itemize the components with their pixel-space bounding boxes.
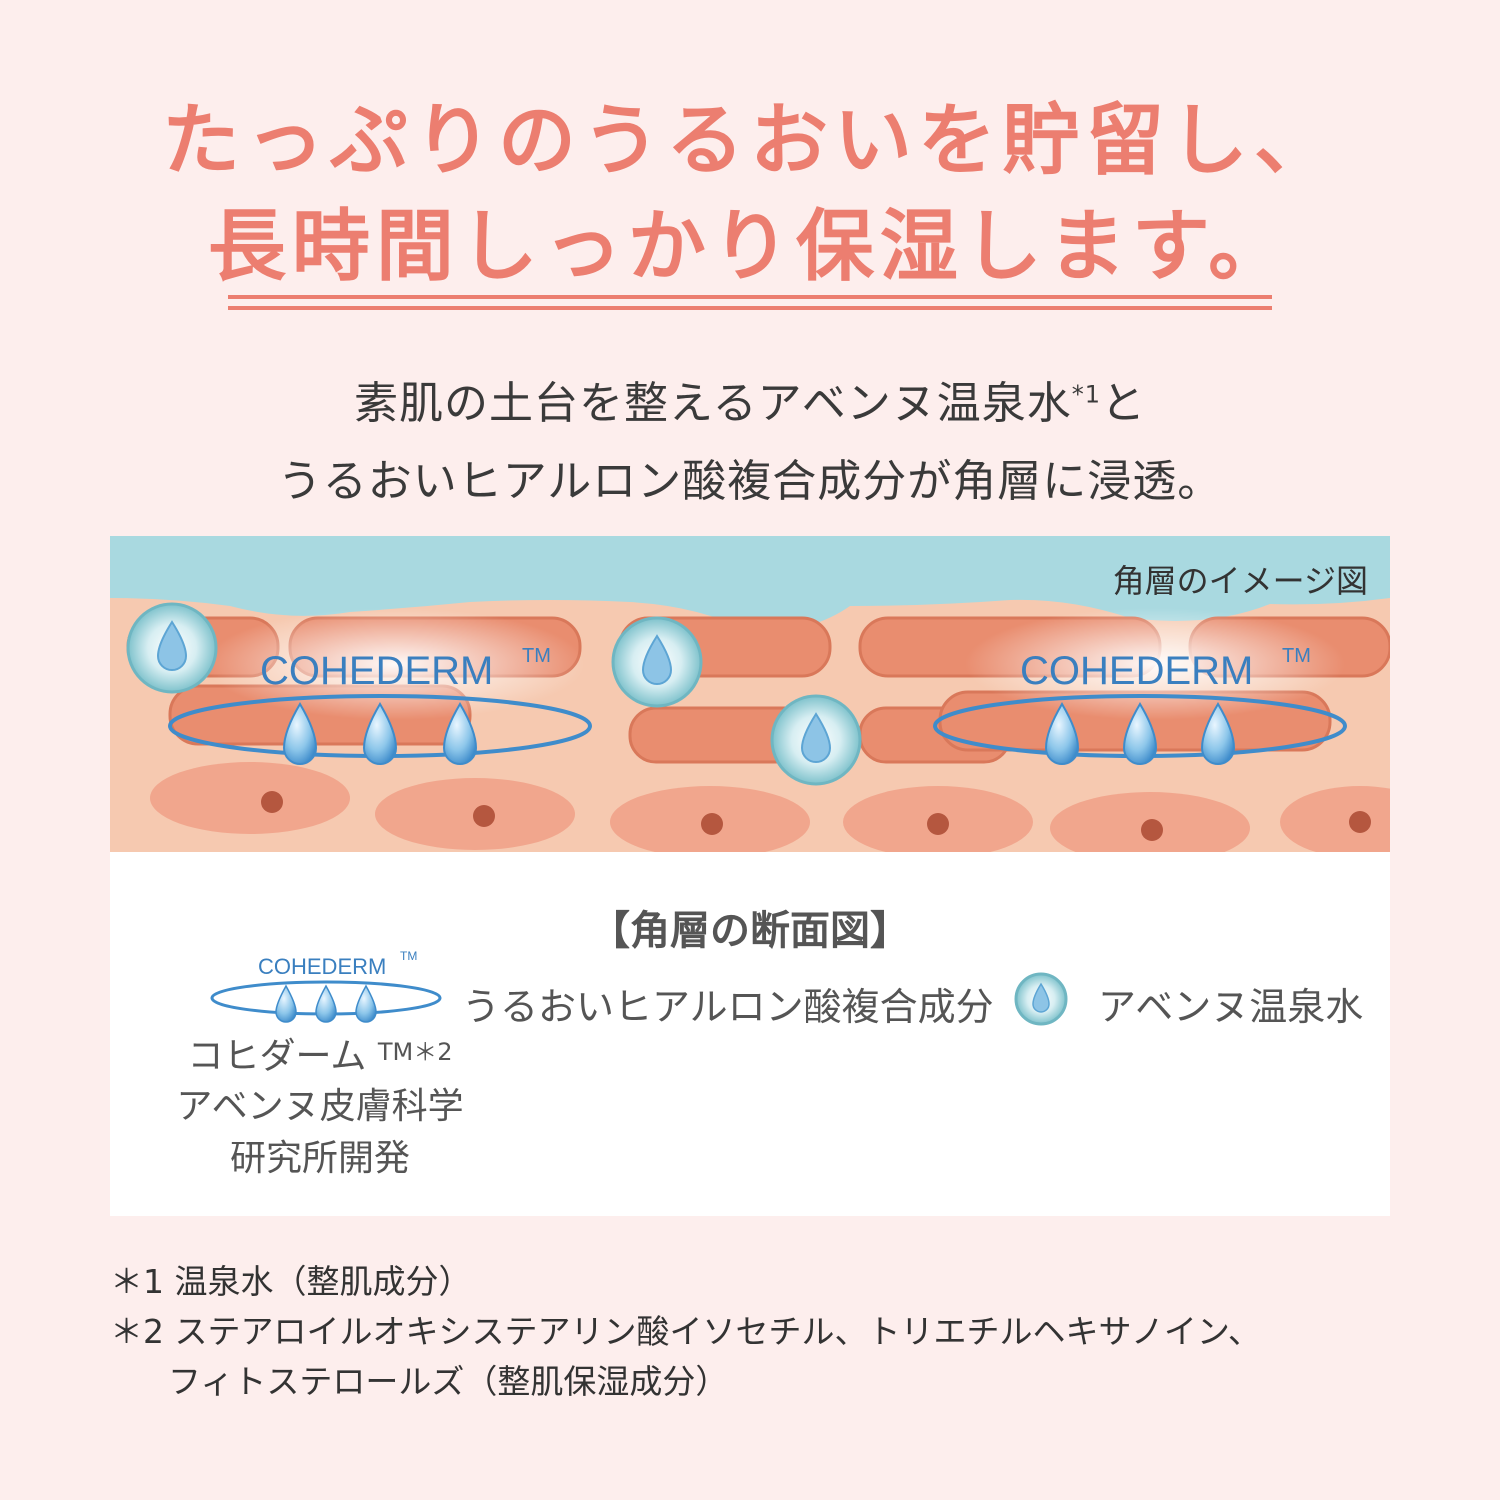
intro-line-2: うるおいヒアルロン酸複合成分が角層に浸透。 — [277, 456, 1223, 507]
legend-hyaluronic-label: うるおいヒアルロン酸複合成分 — [462, 985, 994, 1029]
intro-line-1-tail: と — [1101, 378, 1147, 429]
surface-moisture-layer — [110, 536, 1390, 633]
thermal-water-drop-3 — [770, 694, 862, 786]
intro-line-1-text: 素肌の土台を整えるアベンヌ温泉水 — [353, 378, 1072, 429]
lower-cells — [150, 762, 1390, 852]
cohederm-complex-right: COHEDERM TM — [933, 608, 1347, 765]
thermal-water-legend-icon — [1014, 972, 1068, 1026]
footnote-2-continued: フィトステロールズ（整肌保湿成分） — [168, 1362, 729, 1401]
thermal-water-drop-2 — [611, 616, 703, 708]
cross-section-title: 【角層の断面図】 — [590, 908, 910, 954]
footnote-2: ＊2 ステアロイルオキシステアリン酸イソセチル、トリエチルヘキサノイン、 — [110, 1312, 1261, 1351]
cohederm-note-line-2: アベンヌ皮膚科学 — [176, 1086, 464, 1127]
headline-underline-bottom — [228, 306, 1272, 310]
stratum-corneum-illustration: COHEDERM TM COHEDERM TM — [110, 536, 1390, 852]
cohederm-complex-left: COHEDERM TM — [168, 608, 592, 765]
svg-text:COHEDERM: COHEDERM — [260, 649, 493, 693]
svg-text:TM: TM — [1282, 645, 1311, 667]
cohederm-note-line-1: コヒダーム TM＊2 — [150, 1039, 490, 1075]
cohederm-legend-icon: COHEDERM TM — [210, 949, 442, 1023]
stratum-corneum-panel: COHEDERM TM COHEDERM TM 角 — [110, 536, 1390, 1216]
footnote-1: ＊1 温泉水（整肌成分） — [110, 1262, 472, 1301]
headline-line-2: 長時間しっかり保湿します。 — [207, 202, 1293, 292]
svg-text:COHEDERM: COHEDERM — [258, 954, 386, 979]
cohederm-note-line-3: 研究所開発 — [229, 1138, 410, 1179]
intro-line-1: 素肌の土台を整えるアベンヌ温泉水*1と — [0, 382, 1500, 426]
footnote-marker-1: *1 — [1071, 380, 1102, 409]
thermal-water-drop-1 — [126, 602, 218, 694]
svg-text:TM: TM — [522, 645, 551, 667]
cohederm-note-mark: TM＊2 — [377, 1038, 453, 1066]
headline-underline-top — [228, 295, 1272, 299]
cohederm-note-name: コヒダーム — [187, 1036, 367, 1077]
svg-text:TM: TM — [400, 949, 417, 963]
legend-thermal-water-label: アベンヌ温泉水 — [1098, 985, 1364, 1029]
svg-text:COHEDERM: COHEDERM — [1020, 649, 1253, 693]
headline-line-1: たっぷりのうるおいを貯留し、 — [161, 96, 1338, 186]
diagram-caption: 角層のイメージ図 — [1112, 562, 1368, 600]
